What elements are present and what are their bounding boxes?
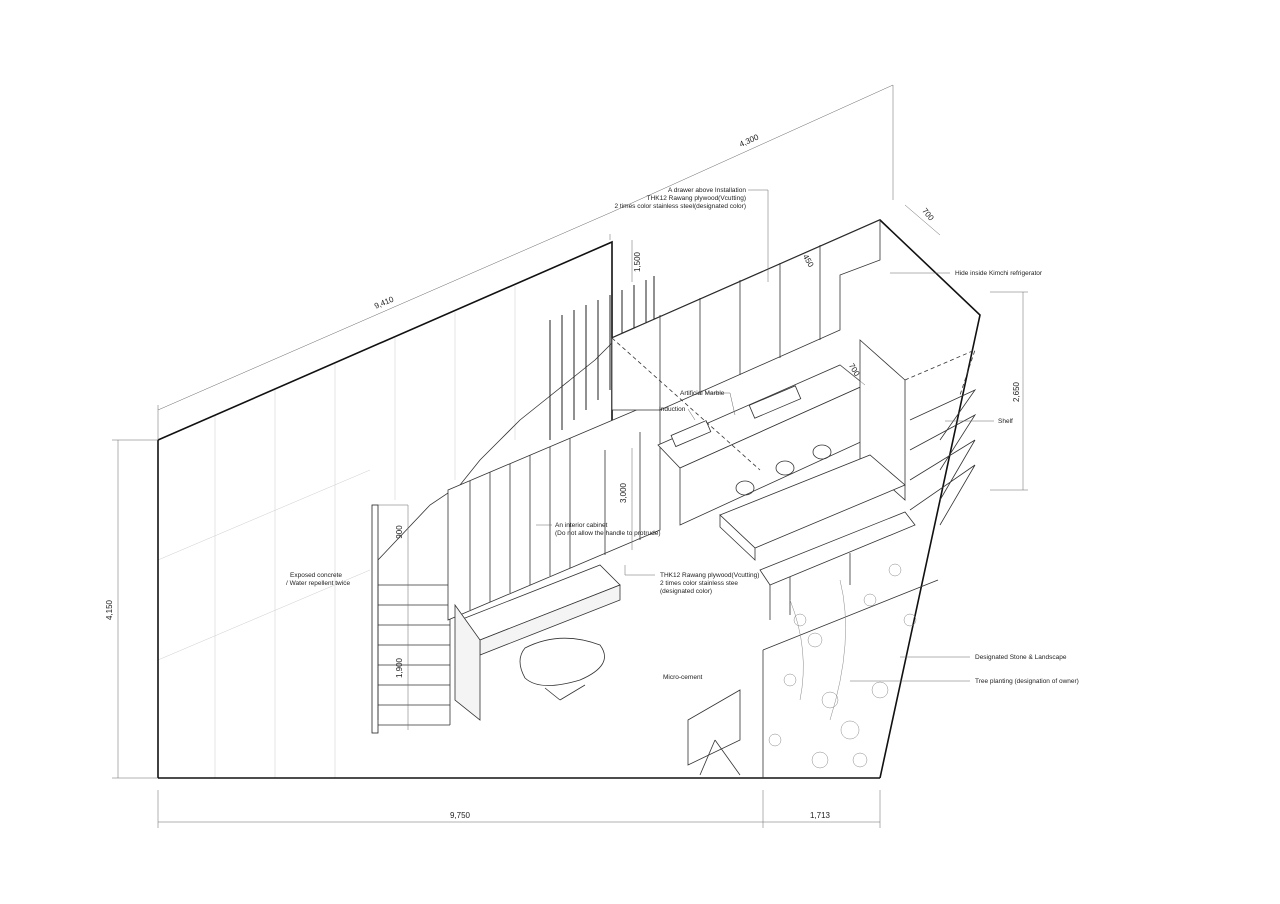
built-in-bench xyxy=(454,564,621,721)
wall-shelves xyxy=(611,337,977,526)
coffee-table xyxy=(519,637,605,701)
dining-table xyxy=(719,444,916,620)
note-plywood-2: 2 times color stainless stee xyxy=(660,580,738,587)
dim-900: 900 xyxy=(395,525,404,539)
easel-screen xyxy=(687,689,741,776)
partition-wall xyxy=(447,399,661,621)
dim-3000: 3,000 xyxy=(619,482,628,503)
dim-9410: 9,410 xyxy=(373,294,395,310)
note-shelf: Shelf xyxy=(998,418,1013,425)
note-concrete-1: Exposed concrete xyxy=(290,572,342,579)
note-floor: Micro-cement xyxy=(663,674,703,681)
dim-2650: 2,650 xyxy=(1012,381,1021,402)
landscape-planting xyxy=(768,563,917,769)
wall-panel-grid xyxy=(157,286,516,778)
note-induction: Induction xyxy=(659,406,686,413)
note-concrete-2: / Water repellent twice xyxy=(286,580,350,587)
dim-1900: 1,900 xyxy=(395,657,404,678)
note-cabinet-1: An interior cabinet xyxy=(555,522,608,529)
dim-1713: 1,713 xyxy=(810,811,831,820)
note-tree: Tree planting (designation of owner) xyxy=(975,678,1079,685)
note-plywood-1: THK12 Rawang plywood(Vcutting) xyxy=(660,572,759,579)
dim-1500: 1,500 xyxy=(633,251,642,272)
note-marble: Artificial Marble xyxy=(680,390,725,397)
note-drawer-2: THK12 Rawang plywood(Vcutting) xyxy=(647,195,746,202)
note-kimchi: Hide inside Kimchi refrigerator xyxy=(955,270,1043,277)
note-plywood-3: (designated color) xyxy=(660,588,712,595)
dim-9750: 9,750 xyxy=(450,811,471,820)
dimension-lines xyxy=(112,84,1028,828)
note-drawer-3: 2 times color stainless steel(designated… xyxy=(614,203,746,210)
note-stone: Designated Stone & Landscape xyxy=(975,654,1067,661)
leader-lines xyxy=(536,189,994,682)
kitchen-cabinets xyxy=(611,219,906,526)
note-drawer-1: A drawer above Installation xyxy=(668,187,746,194)
note-cabinet-2: (Do not allow the handle to protrude) xyxy=(555,530,661,537)
dim-4150: 4,150 xyxy=(105,599,114,620)
